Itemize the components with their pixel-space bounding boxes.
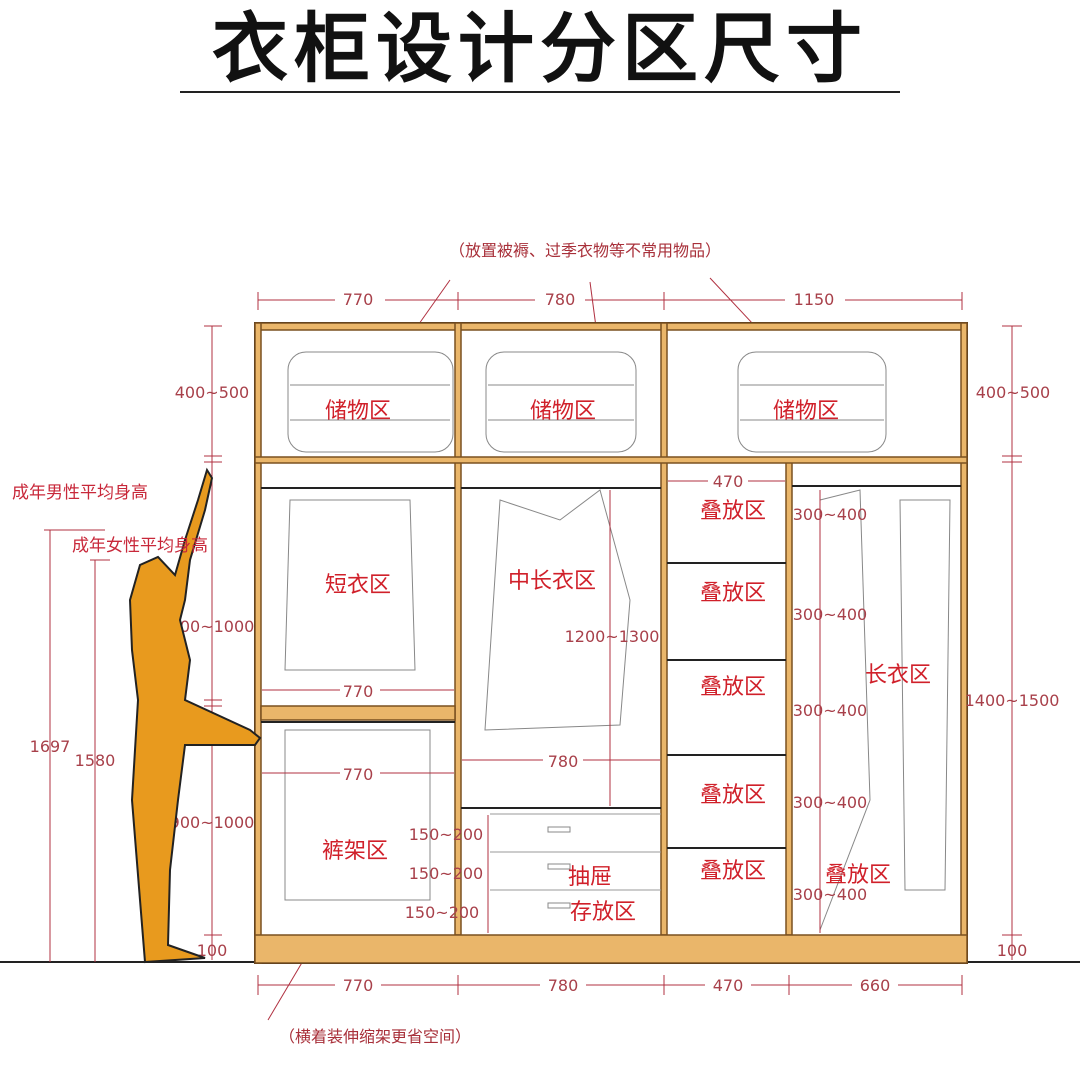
bottom-note: （横着装伸缩架更省空间）	[279, 1027, 471, 1046]
mid-width-dim: 780	[548, 752, 579, 771]
zone-folding-5: 叠放区	[700, 859, 766, 884]
fold-width-dim: 470	[713, 472, 744, 491]
zone-short-clothes: 短衣区	[325, 573, 391, 598]
zone-folding-3: 叠放区	[700, 675, 766, 700]
male-height-value: 1697	[30, 737, 71, 756]
zone-folding-2: 叠放区	[700, 581, 766, 606]
top-note: （放置被褥、过季衣物等不常用物品）	[449, 241, 721, 260]
zone-drawer-1: 抽屉	[568, 865, 612, 890]
zone-folding-right: 叠放区	[825, 863, 891, 888]
pants-width-dim: 770	[343, 765, 374, 784]
left-vertical-dimension	[204, 325, 222, 960]
zone-long-clothes: 长衣区	[865, 663, 931, 688]
zone-storage-left: 储物区	[325, 399, 391, 424]
zone-folding-1: 叠放区	[700, 499, 766, 524]
short-width-dim: 770	[343, 682, 374, 701]
top-dim-left: 770	[343, 290, 374, 309]
zone-folding-4: 叠放区	[700, 783, 766, 808]
drawer-dim-3: 150~200	[405, 903, 479, 922]
zone-pants-rack: 裤架区	[322, 839, 388, 864]
right-long-hang-dim: 1400~1500	[965, 691, 1060, 710]
zone-drawer-2: 存放区	[570, 900, 636, 925]
male-height-label: 成年男性平均身高	[12, 483, 148, 503]
page-title: 衣柜设计分区尺寸	[212, 4, 868, 93]
bottom-dim-1: 770	[343, 976, 374, 995]
fold-height-dim-5: 300~400	[793, 885, 867, 904]
zone-storage-middle: 储物区	[530, 399, 596, 424]
human-figure	[44, 467, 262, 964]
left-storage-dim: 400~500	[175, 383, 249, 402]
left-upper-hang-dim: 900~1000	[170, 617, 255, 636]
zone-storage-right: 储物区	[773, 399, 839, 424]
bottom-dim-3: 470	[713, 976, 744, 995]
fold-height-dim-2: 300~400	[793, 605, 867, 624]
fold-height-dim-3: 300~400	[793, 701, 867, 720]
zone-mid-long-clothes: 中长衣区	[508, 569, 596, 594]
bottom-dim-2: 780	[548, 976, 579, 995]
fold-height-dim-4: 300~400	[793, 793, 867, 812]
top-dim-middle: 780	[545, 290, 576, 309]
mid-height-dim: 1200~1300	[565, 627, 660, 646]
top-dim-right: 1150	[794, 290, 835, 309]
drawer-dim-1: 150~200	[409, 825, 483, 844]
drawer-dim-2: 150~200	[409, 864, 483, 883]
fold-height-dim-1: 300~400	[793, 505, 867, 524]
female-height-value: 1580	[75, 751, 116, 770]
left-base-dim: 100	[197, 941, 228, 960]
right-storage-dim: 400~500	[976, 383, 1050, 402]
right-base-dim: 100	[997, 941, 1028, 960]
bottom-dim-4: 660	[860, 976, 891, 995]
left-lower-hang-dim: 900~1000	[170, 813, 255, 832]
folded-bedding-sketches	[287, 351, 887, 453]
right-vertical-dimension	[1002, 325, 1022, 960]
female-height-label: 成年女性平均身高	[72, 536, 208, 556]
